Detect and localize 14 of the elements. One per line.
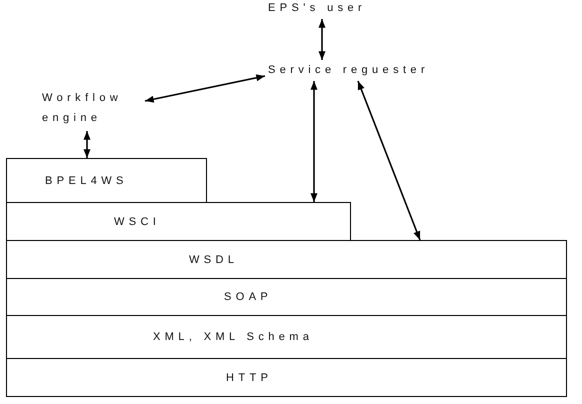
double-arrow [318, 19, 326, 60]
actor-label: Service reguester [268, 63, 430, 78]
protocol-layer: XML, XML Schema [6, 315, 567, 359]
actor-label: EPS's user [268, 1, 366, 16]
protocol-layer: SOAP [6, 278, 567, 316]
protocol-layer: HTTP [6, 358, 567, 397]
protocol-layer: WSDL [6, 240, 567, 279]
component-label: Workflow engine [42, 88, 142, 128]
double-arrow [357, 80, 421, 240]
double-arrow [84, 131, 90, 158]
protocol-layer: WSCI [6, 202, 351, 241]
protocol-layer: BPEL4WS [6, 158, 207, 203]
double-arrow [310, 81, 318, 202]
double-arrow [144, 74, 266, 103]
